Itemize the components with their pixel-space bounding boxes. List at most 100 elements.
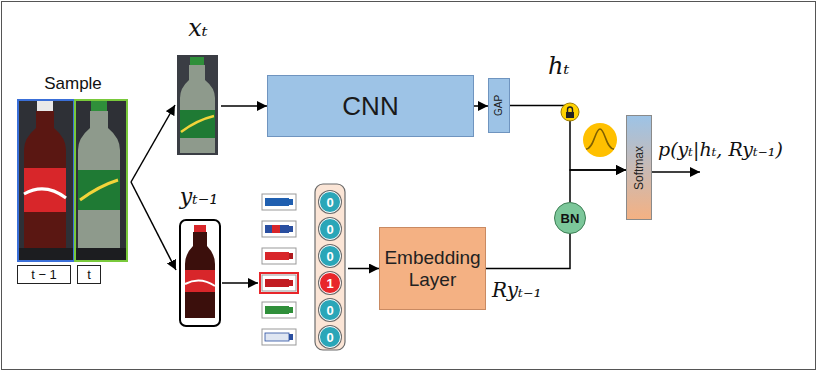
node-text: 1	[326, 276, 333, 291]
bottle-frame	[180, 220, 220, 326]
bell-curve	[586, 129, 614, 149]
lock-shackle	[568, 107, 573, 112]
icon-bottle	[265, 333, 289, 341]
node-text: 0	[326, 303, 333, 318]
bn-circle: BN	[554, 202, 586, 234]
node-text: t − 1	[31, 267, 57, 282]
node-text: 0	[326, 195, 333, 210]
product-icon	[262, 275, 296, 291]
icon-band	[272, 225, 280, 233]
embedding-output-label: Ryₜ₋₁	[492, 278, 542, 302]
gap-box: GAP	[488, 78, 510, 133]
connector-arrow	[486, 234, 570, 269]
one-hot-vector: 0 0 0 1 0 0	[258, 182, 348, 352]
node-text: 0	[326, 249, 333, 264]
connector-arrow	[131, 182, 176, 270]
output-probability-label: p(yₜ|hₜ, Ryₜ₋₁)	[658, 138, 783, 160]
one-hot-cell: 0	[319, 245, 341, 267]
connector-arrow	[221, 105, 267, 107]
node-text: t	[87, 267, 91, 282]
connector-arrow	[222, 282, 258, 284]
embedding-output-label: Ryₜ₋₁	[492, 278, 542, 302]
lock-symbol	[561, 103, 579, 121]
connector-arrow	[474, 105, 488, 107]
one-hot-column	[315, 184, 345, 350]
crop-background	[177, 55, 218, 155]
bottle-cap	[91, 101, 107, 111]
output-arrow	[652, 171, 700, 173]
icon-bottle	[265, 306, 289, 314]
product-icon	[262, 221, 296, 237]
node-text: CNN	[342, 91, 398, 122]
label-wave	[185, 280, 215, 286]
label-wave	[181, 116, 214, 132]
hidden-state-label: hₜ	[548, 52, 569, 80]
cnn-box: CNN	[267, 75, 474, 137]
previous-label-image: yₜ₋₁	[176, 184, 222, 326]
hidden-state-label: hₜ	[548, 52, 569, 80]
node-text: GAP	[494, 95, 505, 116]
crop-box	[75, 100, 127, 261]
node-text: Sample	[44, 74, 102, 94]
highlight-box	[260, 273, 298, 293]
icon-bottle	[265, 279, 289, 287]
shelf	[17, 248, 128, 262]
icon-cap	[289, 280, 293, 286]
node-text: xₜ	[188, 14, 207, 42]
bottle-label	[78, 170, 120, 210]
bottle-cap	[190, 57, 204, 65]
one-hot-cell: 0	[319, 299, 341, 321]
node-text: Softmax	[632, 145, 646, 189]
connector-arrow	[510, 106, 626, 171]
bottle-label	[185, 270, 215, 292]
node-text: 0	[326, 330, 333, 345]
label-wave	[80, 180, 118, 200]
connector-arrow	[348, 268, 379, 270]
bottle-label	[24, 168, 66, 212]
icon-cap	[289, 253, 293, 259]
icon-bottle	[265, 252, 289, 260]
icon-cap	[289, 226, 293, 232]
node-text: BN	[561, 211, 580, 226]
one-hot-cell: 1	[319, 272, 341, 294]
product-icon	[262, 248, 296, 264]
bottle-cap	[37, 101, 53, 111]
product-icon	[262, 302, 296, 318]
sample-photo: Sample	[15, 72, 131, 264]
softmax-box: Softmax	[626, 115, 652, 220]
bottle-body	[185, 232, 215, 318]
icon-cap	[289, 334, 293, 340]
connector-arrow	[570, 170, 626, 202]
bottle-body	[24, 111, 66, 250]
icon-bottle	[265, 225, 289, 233]
label-wave	[24, 189, 66, 198]
embedding-box: Embedding Layer	[379, 227, 486, 310]
node-text: yₜ₋₁	[180, 184, 218, 209]
gaussian-symbol	[583, 123, 617, 157]
one-hot-cell: 0	[319, 191, 341, 213]
node-text: 0	[326, 222, 333, 237]
connector-arrow	[131, 105, 175, 182]
crop-box	[18, 100, 74, 261]
icon-bottle	[265, 198, 289, 206]
bottle-label	[180, 110, 215, 138]
lock-body	[566, 112, 574, 118]
input-crop: xₜ	[175, 14, 221, 156]
time-box: t	[77, 265, 101, 284]
icon-cap	[289, 199, 293, 205]
time-box: t − 1	[17, 265, 71, 284]
product-icon	[262, 329, 296, 345]
one-hot-cell: 0	[319, 326, 341, 348]
node-text: Embedding Layer	[380, 247, 485, 291]
photo-background	[17, 99, 128, 262]
one-hot-cell: 0	[319, 218, 341, 240]
output-probability-label: p(yₜ|hₜ, Ryₜ₋₁)	[658, 138, 783, 160]
icon-cap	[289, 307, 293, 313]
bottle-cap	[194, 225, 206, 232]
bottle-body	[180, 65, 215, 153]
bottle-body	[78, 111, 120, 250]
product-icon	[262, 194, 296, 210]
